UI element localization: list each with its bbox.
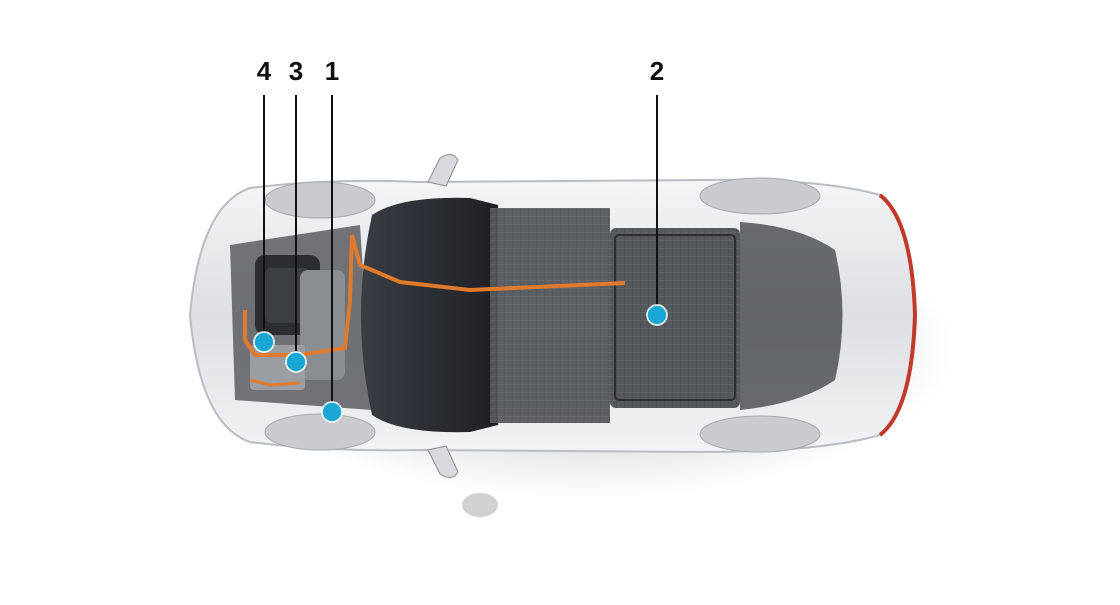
rear-right-wheel xyxy=(699,415,821,453)
callout-number-3: 3 xyxy=(288,56,304,86)
front-right-wheel xyxy=(264,413,376,451)
hv-cable-branch xyxy=(249,378,301,387)
battery-frame xyxy=(614,234,736,401)
rear-glass xyxy=(740,222,843,410)
left-mirror xyxy=(427,154,459,187)
callout-number-2: 2 xyxy=(649,56,665,86)
windshield xyxy=(361,197,498,433)
hv-cable xyxy=(243,234,626,357)
callout-number-1: 1 xyxy=(324,56,340,86)
roof-section xyxy=(490,208,610,423)
callout-number-4: 4 xyxy=(256,56,272,86)
motor-unit xyxy=(300,270,345,380)
rear-light xyxy=(878,193,918,437)
battery-pack xyxy=(610,228,740,408)
engine-cover-detail xyxy=(265,268,310,323)
mirror-shadow xyxy=(462,493,498,517)
rear-left-wheel xyxy=(699,177,821,215)
front-left-wheel xyxy=(264,181,376,219)
right-mirror xyxy=(427,445,459,478)
